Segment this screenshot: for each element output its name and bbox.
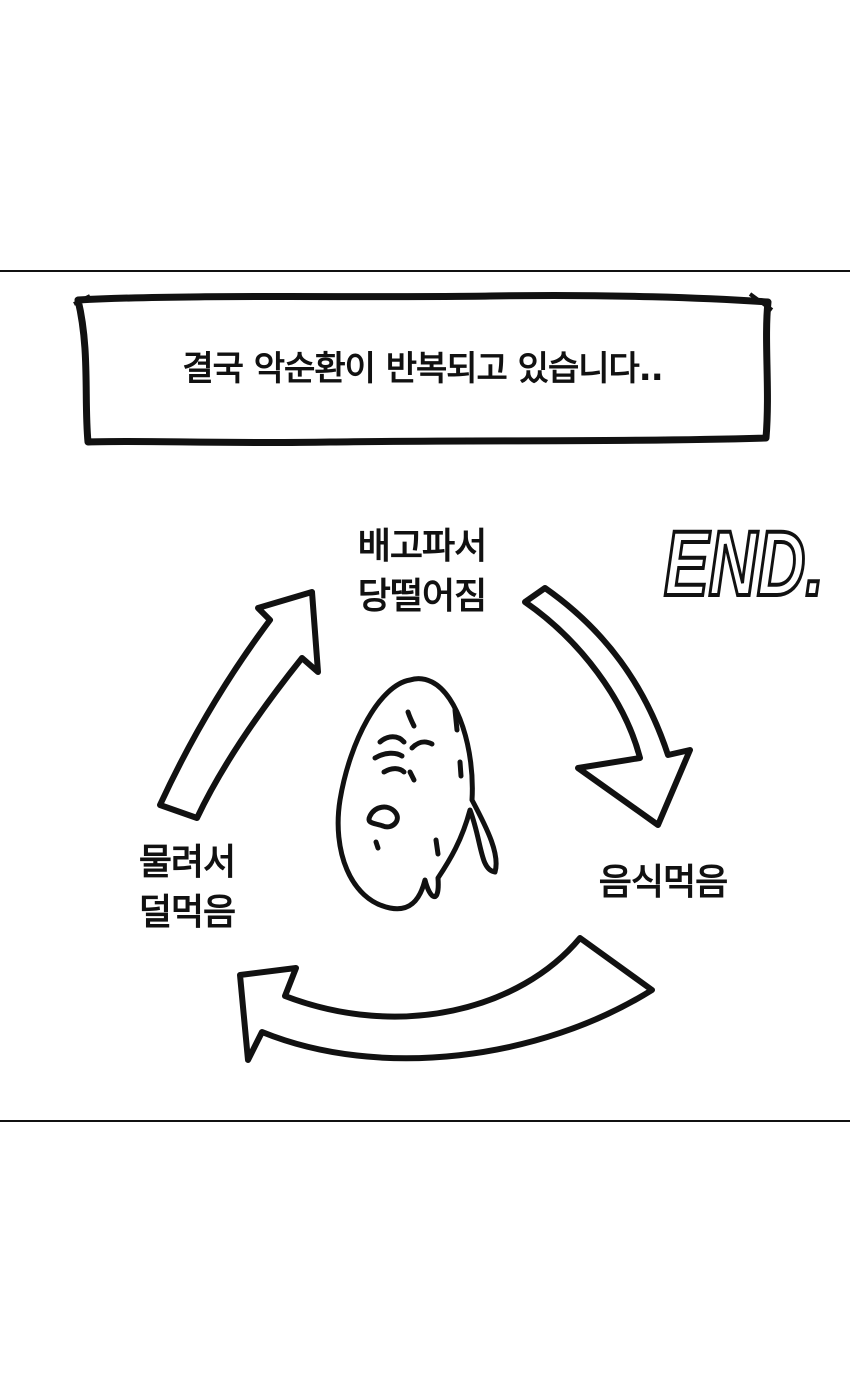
stage-full-line2: 덜먹음 — [138, 892, 236, 933]
arrow-down-right — [522, 585, 693, 828]
end-text: END. — [664, 513, 824, 613]
cycle-drawing — [157, 585, 693, 1063]
stage-hungry-line2: 당떨어짐 — [357, 576, 487, 617]
stage-label-hungry: 배고파서 당떨어짐 — [322, 522, 522, 622]
panel-top-border — [0, 270, 850, 272]
end-mark: END. — [662, 513, 826, 613]
caption-frame — [73, 291, 774, 447]
stage-full-line1: 물려서 — [138, 842, 236, 883]
stage-hungry-line1: 배고파서 — [357, 526, 487, 567]
sweating-face-drawing — [335, 676, 499, 912]
stage-label-full: 물려서 덜먹음 — [112, 838, 262, 938]
panel-bottom-border — [0, 1120, 850, 1122]
stage-label-eat: 음식먹음 — [568, 858, 758, 908]
arrow-up-left — [157, 589, 321, 821]
arrow-bottom-left — [237, 935, 655, 1063]
stage-eat-line1: 음식먹음 — [598, 862, 728, 903]
caption-text: 결국 악순환이 반복되고 있습니다.. — [182, 348, 663, 389]
cycle-diagram: 배고파서 당떨어짐 음식먹음 물려서 덜먹음 — [0, 480, 850, 1120]
caption-box: 결국 악순환이 반복되고 있습니다.. — [70, 290, 775, 450]
